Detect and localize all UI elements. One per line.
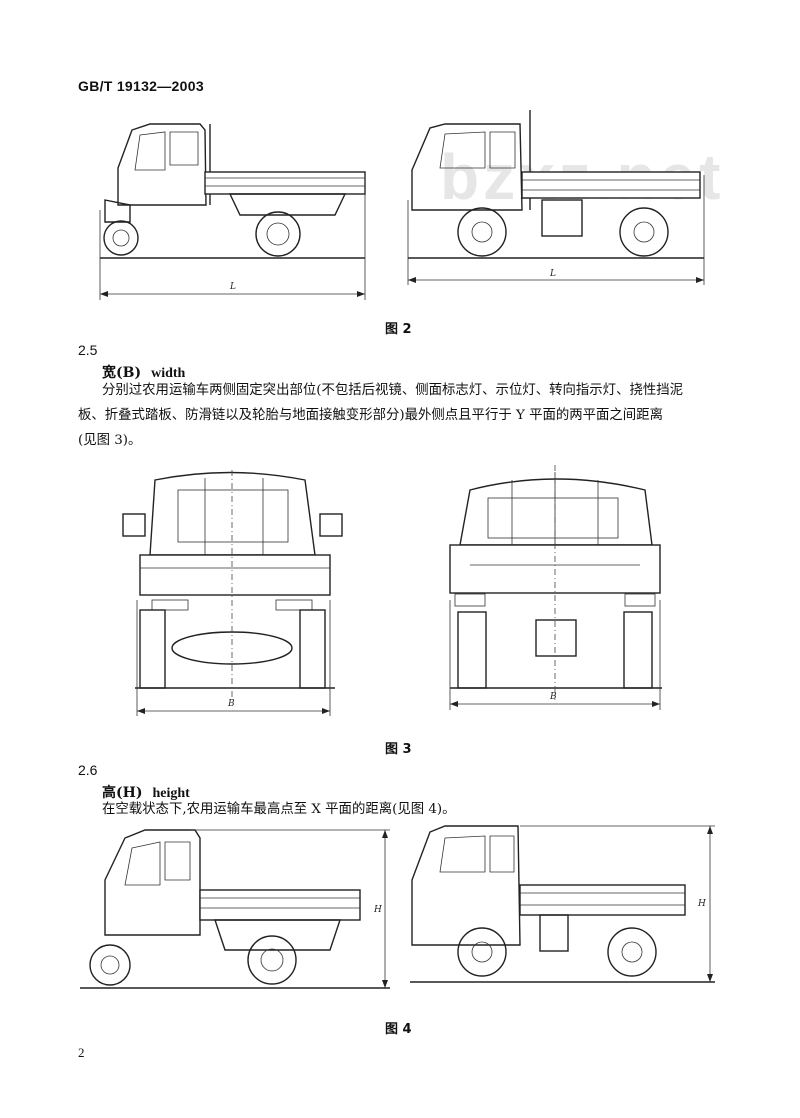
fig3-four-wheeler: B bbox=[449, 465, 662, 710]
section-2-6-line-1: 在空载状态下,农用运输车最高点至 X 平面的距离(见图 4)。 bbox=[102, 802, 456, 817]
figure-3-drawing: B B bbox=[122, 465, 662, 716]
section-2-6-term-cn: 高(H) bbox=[102, 785, 143, 801]
section-2-5-line-2: 板、折叠式踏板、防滑链以及轮胎与地面接触变形部分)最外侧点且平行于 Y 平面的两… bbox=[78, 408, 663, 423]
fig3-left-dim-B: B bbox=[227, 699, 235, 709]
fig4-right-dim-H: H bbox=[697, 899, 706, 909]
section-2-5-text: 分别过农用运输车两侧固定突出部位(不包括后视镜、侧面标志灯、示位灯、转向指示灯、… bbox=[78, 378, 718, 453]
section-2-5-line-1: 分别过农用运输车两侧固定突出部位(不包括后视镜、侧面标志灯、示位灯、转向指示灯、… bbox=[102, 383, 684, 398]
section-2-5-term: 宽(B) width bbox=[102, 362, 185, 382]
fig4-left-dim-H: H bbox=[373, 905, 382, 915]
fig2-left-dim-L: L bbox=[229, 282, 236, 292]
figure-2-drawing: L L bbox=[99, 110, 705, 300]
section-2-5-term-cn: 宽(B) bbox=[102, 365, 142, 381]
fig2-four-wheeler: L bbox=[407, 110, 705, 285]
page-number: 2 bbox=[78, 1045, 85, 1060]
section-2-5-line-3: (见图 3)。 bbox=[78, 433, 142, 448]
section-2-6-text: 在空载状态下,农用运输车最高点至 X 平面的距离(见图 4)。 bbox=[102, 797, 722, 822]
section-2-6-term: 高(H) height bbox=[102, 782, 190, 802]
section-2-6-term-en: height bbox=[152, 786, 190, 801]
figure-4-drawing: H H bbox=[80, 825, 715, 989]
section-2-6-number: 2.6 bbox=[78, 762, 98, 778]
fig4-three-wheeler: H bbox=[80, 829, 390, 989]
fig2-right-dim-L: L bbox=[549, 269, 556, 279]
figure-2-caption: 图 2 bbox=[385, 322, 412, 337]
fig2-three-wheeler: L bbox=[99, 123, 366, 300]
fig4-four-wheeler: H bbox=[410, 825, 715, 983]
standard-number: GB/T 19132—2003 bbox=[78, 78, 204, 94]
figure-3-caption: 图 3 bbox=[385, 742, 412, 757]
fig3-right-dim-B: B bbox=[549, 692, 557, 702]
fig3-three-wheeler: B bbox=[122, 470, 343, 716]
section-2-5-number: 2.5 bbox=[78, 342, 98, 358]
figure-4-caption: 图 4 bbox=[385, 1022, 412, 1037]
section-2-5-term-en: width bbox=[151, 366, 186, 381]
